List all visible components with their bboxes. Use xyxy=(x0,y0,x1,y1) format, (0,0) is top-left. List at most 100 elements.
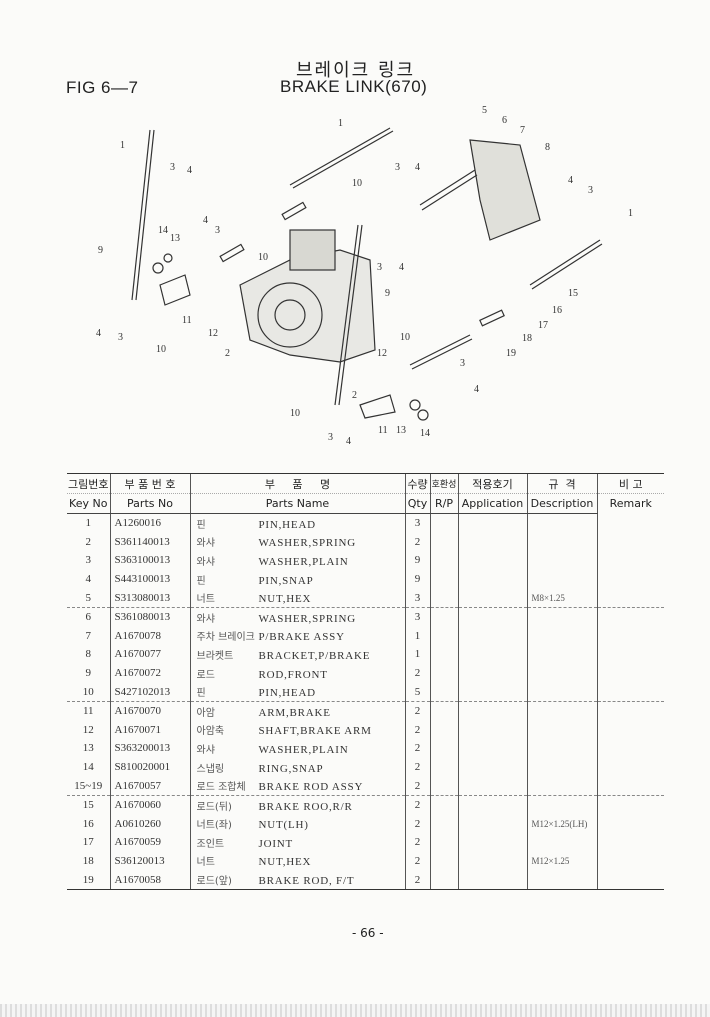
callout: 1 xyxy=(628,208,633,219)
remark xyxy=(596,870,664,890)
remark xyxy=(596,700,664,721)
scan-edge xyxy=(0,1004,710,1017)
parts-name-english: ARM,BRAKE xyxy=(258,706,331,719)
parts-no: S36120013 xyxy=(109,851,190,871)
key-no: 6 xyxy=(67,606,110,627)
qty: 1 xyxy=(404,645,430,664)
callout: 4 xyxy=(568,175,573,186)
application xyxy=(457,870,527,890)
parts-name-korean: 너트 xyxy=(196,594,215,606)
qty: 2 xyxy=(404,700,430,721)
qty: 2 xyxy=(404,532,430,552)
parts-name-english: WASHER,SPRING xyxy=(258,612,356,625)
callout: 14 xyxy=(158,225,168,236)
key-no: 16 xyxy=(82,817,94,830)
remark xyxy=(596,833,664,852)
application xyxy=(457,663,527,683)
callout: 14 xyxy=(420,428,430,439)
parts-name-korean: 핀 xyxy=(196,575,206,587)
application xyxy=(457,720,527,740)
rp xyxy=(429,814,458,834)
callout: 4 xyxy=(187,165,192,176)
application xyxy=(457,606,527,627)
parts-name-korean: 주차 브레이크 xyxy=(196,632,255,644)
qty: 2 xyxy=(404,794,430,815)
rp xyxy=(429,870,458,890)
parts-no: S810020001 xyxy=(109,757,190,777)
application xyxy=(457,645,527,664)
rp xyxy=(429,645,458,664)
header-key-no-ko: 그림번호 xyxy=(67,473,110,494)
callout: 13 xyxy=(170,233,180,244)
parts-name: 와샤 WASHER,PLAIN xyxy=(189,739,405,758)
parts-no: A1670070 xyxy=(109,700,190,721)
header-parts-no-ko: 부 품 번 호 xyxy=(109,473,190,494)
parts-name-english: P/BRAKE ASSY xyxy=(258,631,345,644)
rp xyxy=(429,551,458,570)
rp xyxy=(429,588,458,608)
callout: 17 xyxy=(538,320,548,331)
parts-name-english: JOINT xyxy=(258,837,294,850)
remark xyxy=(596,757,664,777)
parts-no: A1670072 xyxy=(109,663,190,683)
parts-name-korean: 와샤 xyxy=(196,744,215,756)
parts-name-english: WASHER,PLAIN xyxy=(258,743,349,756)
rp xyxy=(429,626,458,646)
callout: 3 xyxy=(377,262,382,273)
callout: 7 xyxy=(520,125,525,136)
header-parts-name: Parts Name xyxy=(189,493,405,514)
qty: 3 xyxy=(404,513,430,533)
parts-no: S361140013 xyxy=(109,532,190,552)
description xyxy=(526,720,597,740)
qty: 9 xyxy=(404,569,430,589)
rp xyxy=(429,776,458,796)
qty: 2 xyxy=(404,720,430,740)
qty: 2 xyxy=(404,870,430,890)
qty: 2 xyxy=(404,776,430,796)
qty: 9 xyxy=(404,551,430,570)
key-no: 3 xyxy=(85,554,92,567)
parts-name-english: NUT,HEX xyxy=(258,856,312,869)
header-description-ko: 규 격 xyxy=(526,473,597,494)
parts-name: 너트 NUT,HEX xyxy=(189,588,405,608)
remark xyxy=(596,794,664,815)
description xyxy=(526,870,597,890)
remark xyxy=(596,551,664,570)
callout: 2 xyxy=(352,390,357,401)
parts-name-english: NUT,HEX xyxy=(258,593,312,606)
header-parts-no: Parts No xyxy=(109,493,190,514)
application xyxy=(457,833,527,852)
application xyxy=(457,794,527,815)
callout: 8 xyxy=(545,142,550,153)
remark xyxy=(596,588,664,608)
description xyxy=(526,513,597,533)
parts-no: S361080013 xyxy=(109,606,190,627)
description xyxy=(526,532,597,552)
callout: 4 xyxy=(96,328,101,339)
parts-name-korean: 로드(뒤) xyxy=(196,801,232,813)
description xyxy=(526,663,597,683)
header-application-ko: 적용호기 xyxy=(457,473,527,494)
header-parts-name-ko: 부 품 명 xyxy=(189,473,405,494)
application xyxy=(457,700,527,721)
callout: 1 xyxy=(120,140,125,151)
description xyxy=(526,833,597,852)
remark xyxy=(596,626,664,646)
parts-name-korean: 로드(앞) xyxy=(196,876,232,888)
rp xyxy=(429,851,458,871)
parts-name-english: WASHER,SPRING xyxy=(258,537,356,550)
application xyxy=(457,776,527,796)
callout: 3 xyxy=(328,432,333,443)
